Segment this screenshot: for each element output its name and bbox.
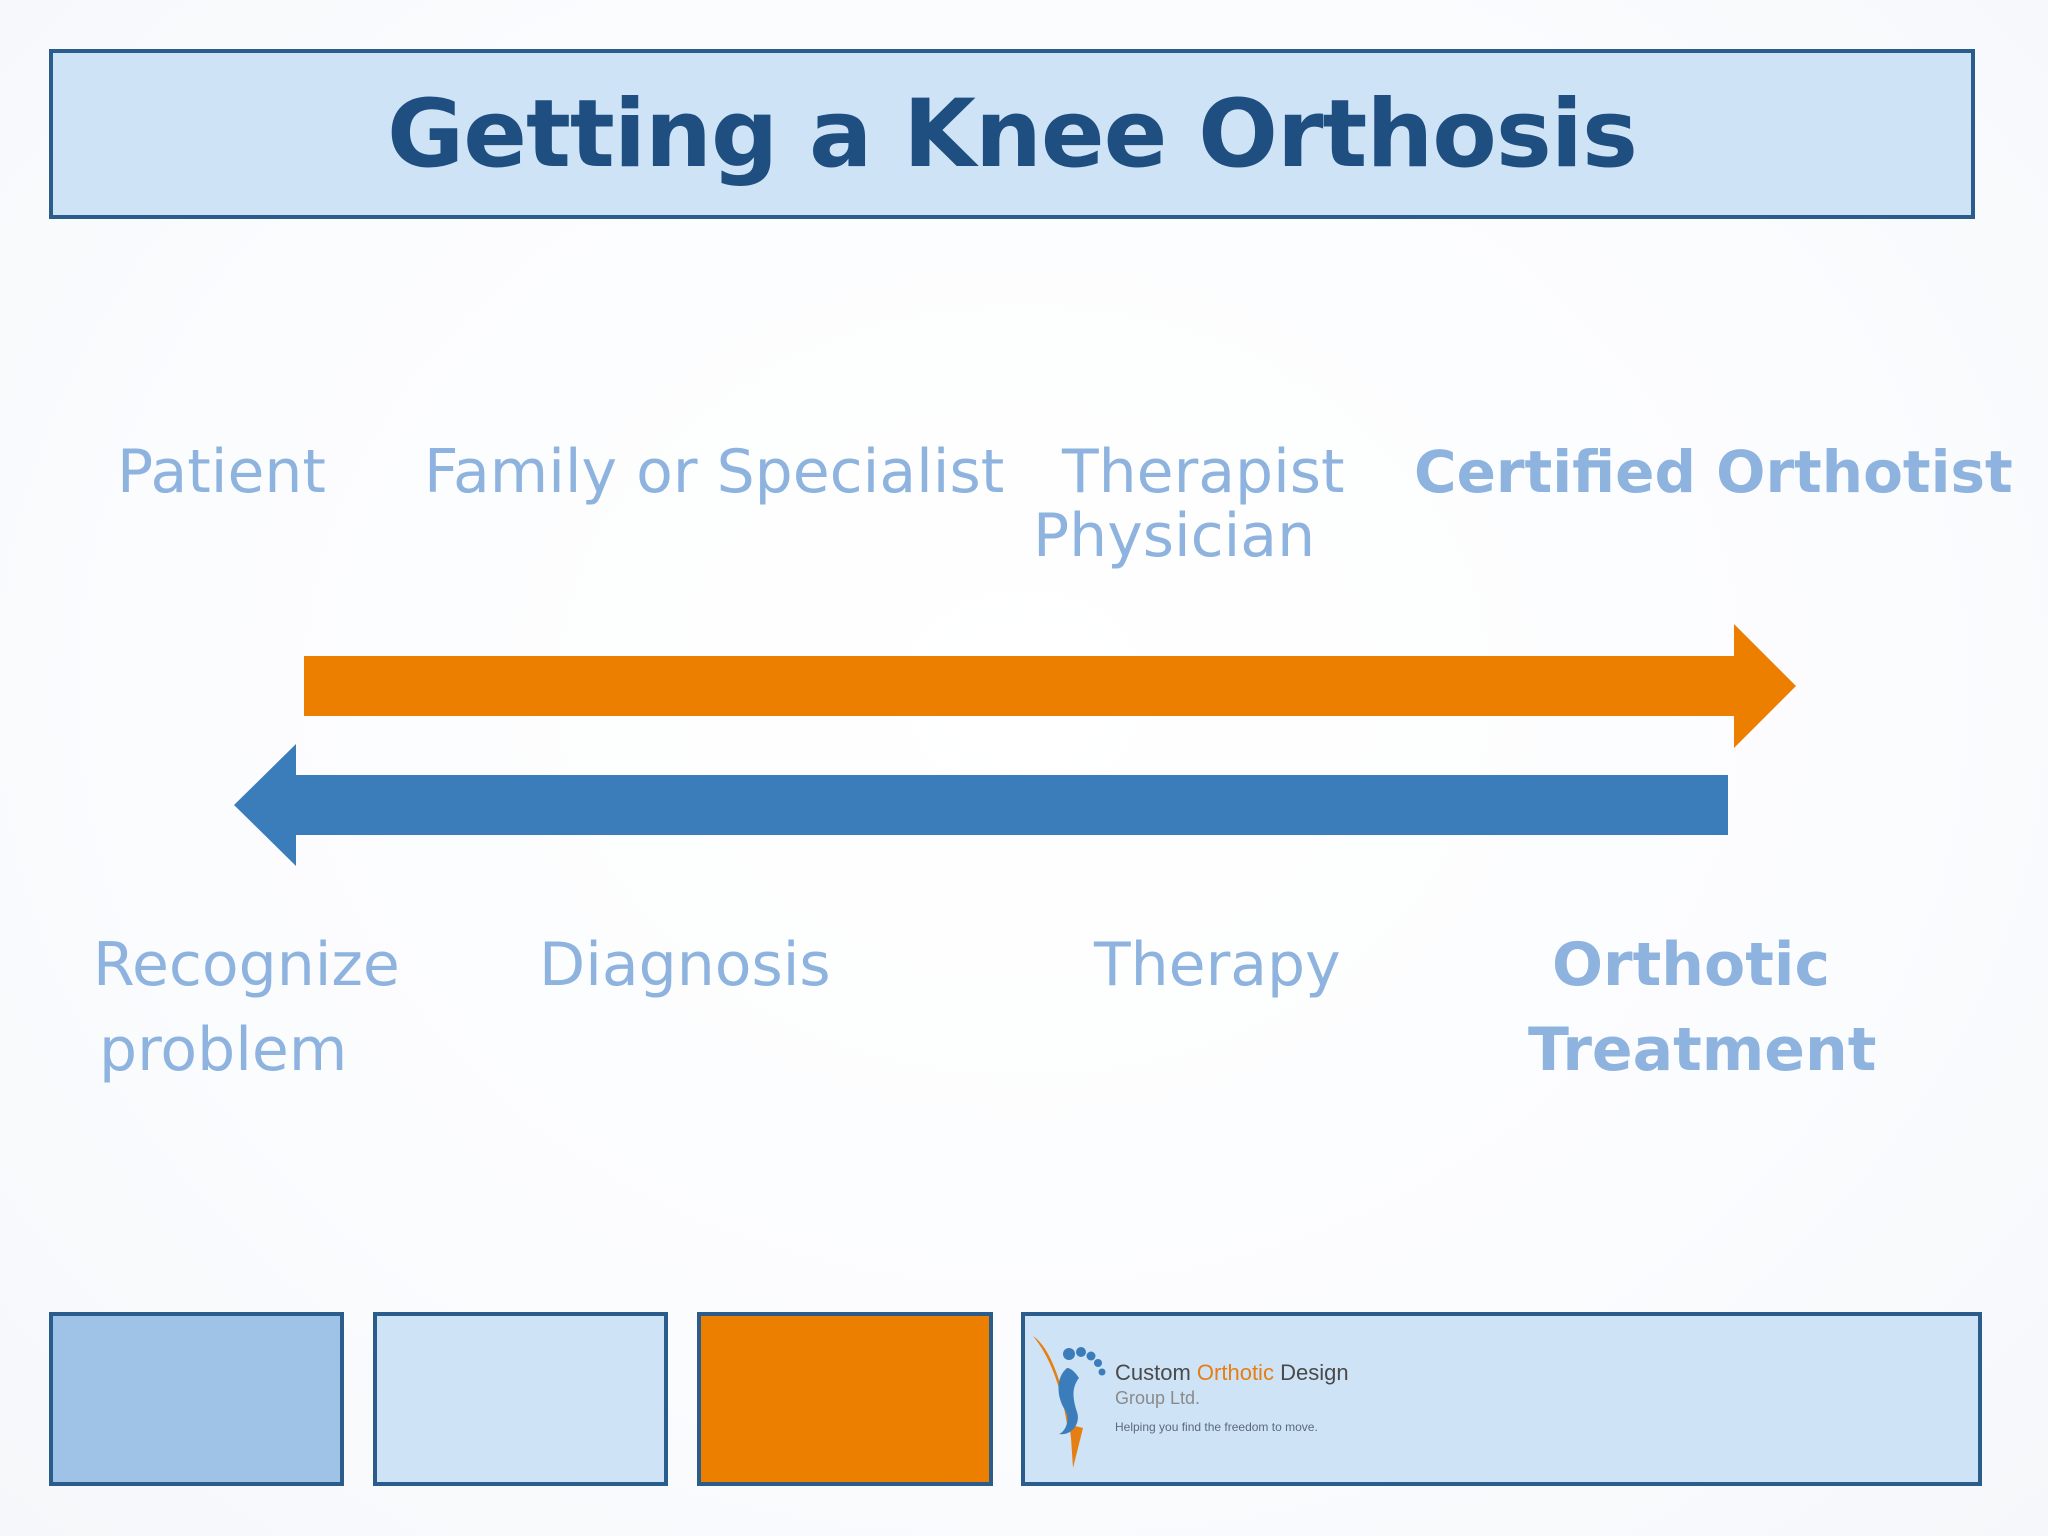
label-recognize: Recognize [93,930,400,1000]
label-therapy: Therapy [1094,930,1341,1000]
company-word-orthotic: Orthotic [1196,1360,1274,1385]
label-family-specialist: Family or Specialist [424,437,1005,507]
company-word-design: Design [1280,1360,1349,1385]
company-tagline: Helping you find the freedom to move. [1115,1420,1318,1434]
company-name: Custom Orthotic Design [1115,1360,1349,1386]
label-patient: Patient [117,437,326,507]
foot-logo-icon [1033,1336,1106,1468]
forward-arrow [304,624,1796,748]
page-title: Getting a Knee Orthosis [387,79,1638,189]
label-physician: Physician [1033,501,1316,571]
company-subtitle: Group Ltd. [1115,1388,1201,1408]
label-diagnosis: Diagnosis [539,930,831,1000]
label-treatment: Treatment [1528,1015,1877,1085]
footer-box-blue [49,1312,344,1486]
backward-arrow [234,744,1728,866]
label-certified-orthotist: Certified Orthotist [1414,438,2013,506]
company-word-custom: Custom [1115,1360,1191,1385]
label-therapist: Therapist [1062,437,1345,507]
company-logo-box: Custom Orthotic Design Group Ltd. Helpin… [1021,1312,1982,1486]
label-orthotic: Orthotic [1552,930,1831,1000]
title-banner: Getting a Knee Orthosis [49,49,1975,219]
footer-box-orange [697,1312,993,1486]
footer-box-light-blue [373,1312,668,1486]
label-problem: problem [99,1015,348,1085]
